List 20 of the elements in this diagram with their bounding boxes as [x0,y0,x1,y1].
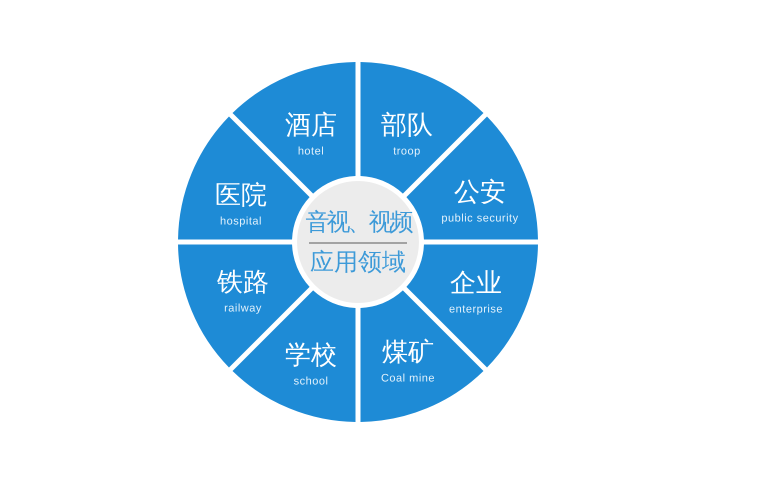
wheel-segment [178,244,310,368]
category-subtitle: railway [224,301,262,315]
center-title: 应用领域 [310,248,406,276]
category-title: 企业 [450,269,502,297]
category-title: 铁路 [217,268,269,296]
category-subtitle: hospital [220,214,262,228]
category-title: 公安 [454,178,506,206]
category-subtitle: hotel [298,144,324,158]
center-disc [297,181,419,303]
category-title: 酒店 [285,111,337,139]
category-subtitle: Coal mine [380,371,436,385]
category-title: 部队 [381,111,433,139]
category-title: 煤矿 [382,338,434,366]
category-subtitle: school [294,374,328,388]
category-title: 学校 [285,341,337,369]
category-subtitle: public security [441,211,519,225]
category-subtitle: troop [393,144,421,158]
center-title: 音视、视频 [306,208,410,236]
category-subtitle: enterprise [449,302,503,316]
category-title: 医院 [215,181,267,209]
